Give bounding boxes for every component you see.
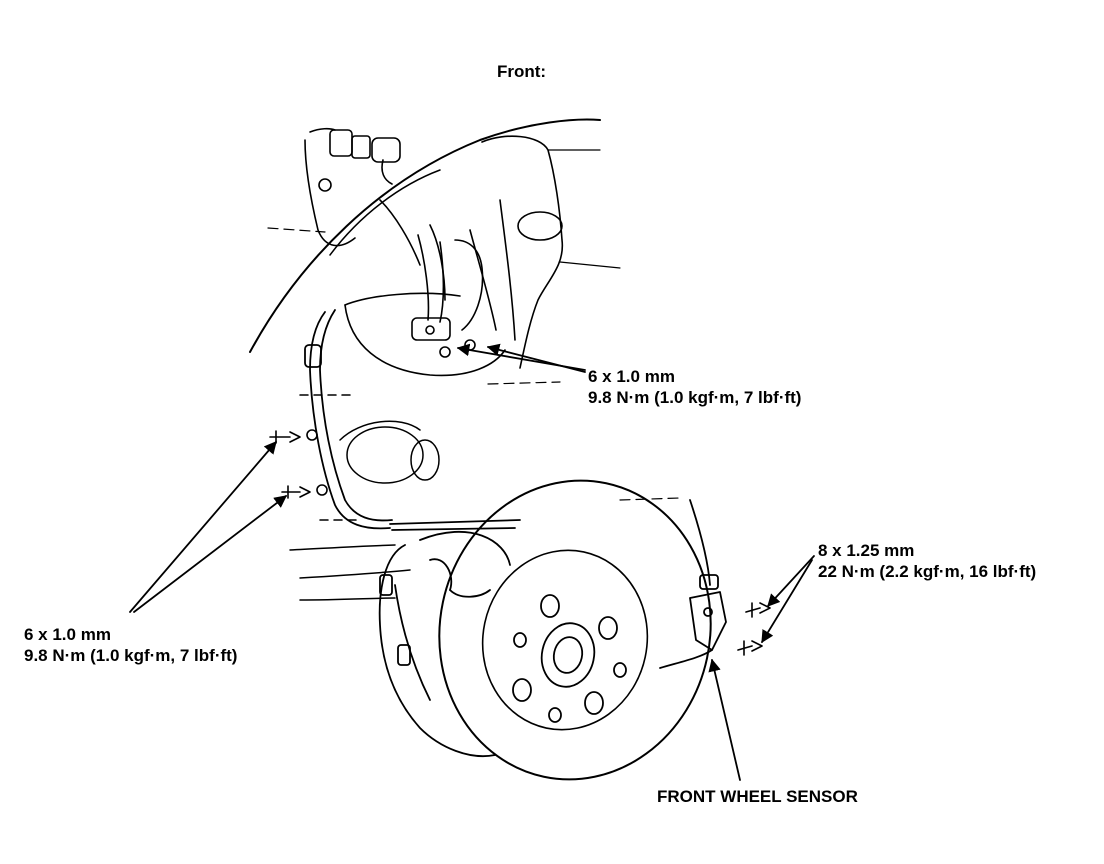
driveshaft <box>289 394 440 601</box>
fender-arch-line <box>249 118 601 353</box>
wheel-sensor-body <box>659 499 727 669</box>
sensor-harness-connector <box>304 127 401 247</box>
callout-left-size: 6 x 1.0 mm <box>24 625 111 644</box>
callout-left-torque: 9.8 N·m (1.0 kgf·m, 7 lbf·ft) <box>24 646 238 665</box>
wheel-hub <box>512 594 627 723</box>
upper-hose-bracket <box>411 234 476 358</box>
sensor-bolts <box>737 602 771 656</box>
callout-sensor-bolts: 8 x 1.25 mm 22 N·m (2.2 kgf·m, 16 lbf·ft… <box>818 540 1036 582</box>
leader-left-2 <box>133 495 288 613</box>
leader-sensor <box>708 658 741 781</box>
leader-lines <box>129 343 815 781</box>
leader-upper-2 <box>486 343 586 373</box>
leader-right-1 <box>767 555 815 607</box>
hose-bracket-bolts <box>269 429 328 499</box>
steering-knuckle <box>344 135 621 377</box>
brake-caliper <box>378 530 511 757</box>
callout-upper-size: 6 x 1.0 mm <box>588 367 675 386</box>
brake-hose <box>304 309 521 531</box>
front-wheel-sensor-label: FRONT WHEEL SENSOR <box>657 787 858 806</box>
leader-right-2 <box>761 559 813 644</box>
inner-fender-line <box>329 169 441 256</box>
callout-upper-bracket-bolts: 6 x 1.0 mm 9.8 N·m (1.0 kgf·m, 7 lbf·ft) <box>588 366 801 408</box>
callout-hose-bracket-bolts: 6 x 1.0 mm 9.8 N·m (1.0 kgf·m, 7 lbf·ft) <box>24 624 237 666</box>
callout-upper-torque: 9.8 N·m (1.0 kgf·m, 7 lbf·ft) <box>588 388 802 407</box>
callout-right-torque: 22 N·m (2.2 kgf·m, 16 lbf·ft) <box>818 562 1037 581</box>
brake-rotor <box>438 479 712 781</box>
leader-left-1 <box>129 441 277 613</box>
diagram-title: Front: <box>497 62 547 81</box>
callout-right-size: 8 x 1.25 mm <box>818 541 915 560</box>
guide-lines <box>267 227 681 501</box>
